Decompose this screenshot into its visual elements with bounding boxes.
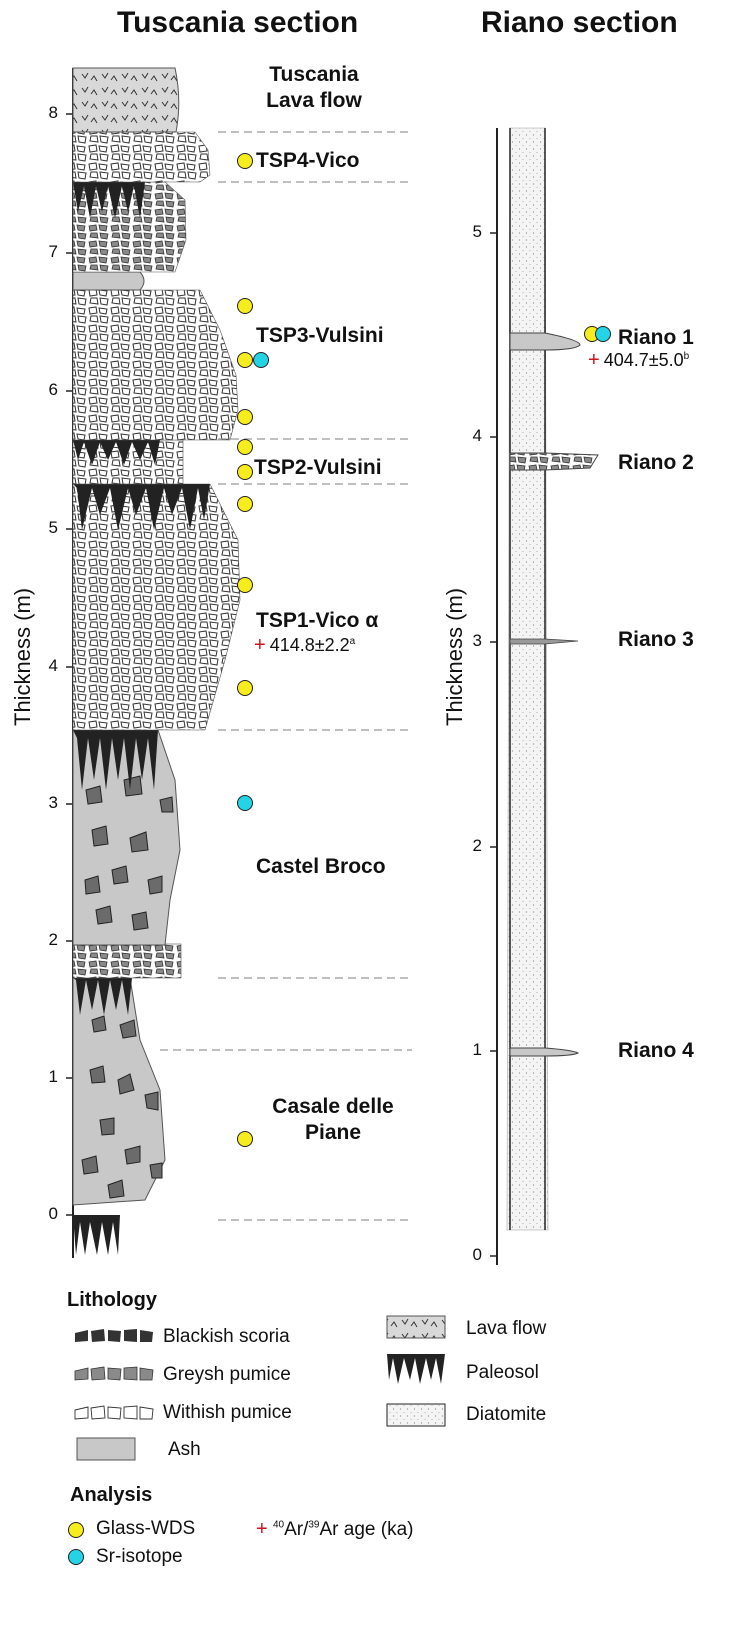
legend-sr-isotope: Sr-isotope [96, 1546, 183, 1567]
age-value: 404.7±5.0 [603, 350, 684, 370]
unit-riano-4: Riano 4 [618, 1039, 694, 1062]
legend-ar-age: + 40Ar/39Ar age (ka) [256, 1518, 413, 1541]
right-tick-label: 2 [472, 836, 482, 855]
right-tick-label: 0 [472, 1245, 482, 1264]
legend-analysis-heading: Analysis [70, 1484, 153, 1506]
right-tick-label: 4 [472, 426, 482, 445]
age-note: a [349, 636, 356, 647]
glass-wds-marker [237, 1131, 253, 1147]
sr-isotope-marker [595, 326, 611, 342]
unit-label-line: Casale delle [272, 1095, 394, 1118]
right-axis-label: Thickness (m) [442, 587, 467, 726]
legend-lava-flow: Lava flow [466, 1318, 547, 1339]
legend-glass-wds-marker [68, 1522, 84, 1538]
unit-tuscania-lava-flow: Tuscania Lava flow [254, 62, 374, 115]
left-tick-label: 1 [48, 1067, 58, 1086]
title-tuscania: Tuscania section [117, 6, 359, 39]
legend-ar-sup2: 39 [308, 1519, 320, 1531]
legend-age-cross-icon: + [256, 1518, 268, 1540]
left-tick-label: 3 [48, 793, 58, 812]
unit-tsp1-vico: TSP1-Vico α [256, 609, 379, 632]
glass-wds-marker [237, 464, 253, 480]
unit-label-line: Piane [304, 1121, 362, 1145]
legend-glass-wds: Glass-WDS [96, 1518, 196, 1539]
legend-withish-pumice: Withish pumice [163, 1402, 292, 1423]
unit-label-line: Tuscania [269, 63, 359, 86]
glass-wds-marker [237, 298, 253, 314]
age-value: 414.8±2.2 [269, 635, 350, 655]
legend-blackish-scoria: Blackish scoria [163, 1326, 290, 1347]
unit-tsp3-vulsini: TSP3-Vulsini [256, 324, 384, 347]
legend-diatomite: Diatomite [466, 1404, 547, 1425]
left-tick-label: 6 [48, 380, 58, 399]
legend-paleosol: Paleosol [466, 1362, 539, 1383]
glass-wds-marker [237, 352, 253, 368]
unit-riano-2: Riano 2 [618, 451, 694, 474]
glass-wds-marker [237, 409, 253, 425]
unit-riano-1: Riano 1 [618, 326, 694, 349]
legend-lithology-heading: Lithology [67, 1289, 157, 1311]
left-tick-label: 2 [48, 930, 58, 949]
legend-sr-isotope-marker [68, 1549, 84, 1565]
glass-wds-marker [237, 680, 253, 696]
legend-ash: Ash [168, 1439, 201, 1460]
unit-casale-delle-piane: Casale delle Piane [254, 1094, 412, 1147]
legend-ar-mid: Ar/ [284, 1519, 309, 1540]
title-riano: Riano section [481, 6, 678, 39]
left-tick-label: 8 [48, 103, 58, 122]
unit-riano-3: Riano 3 [618, 628, 694, 651]
glass-wds-marker [237, 439, 253, 455]
unit-label-line: Lava flow [266, 89, 362, 113]
left-tick-label: 4 [48, 656, 58, 675]
age-cross-icon: + [254, 634, 266, 656]
age-riano-1: +404.7±5.0b [588, 349, 689, 372]
unit-castel-broco: Castel Broco [256, 855, 386, 878]
glass-wds-marker [237, 496, 253, 512]
right-tick-label: 3 [472, 631, 482, 650]
glass-wds-marker [237, 153, 253, 169]
left-tick-label: 7 [48, 242, 58, 261]
age-note: b [683, 351, 690, 362]
age-cross-icon: + [588, 349, 600, 371]
left-tick-label: 0 [48, 1204, 58, 1223]
legend-greysh-pumice: Greysh pumice [163, 1364, 291, 1385]
unit-tsp2-vulsini: TSP2-Vulsini [254, 456, 382, 479]
right-tick-label: 1 [472, 1040, 482, 1059]
age-tsp1: +414.8±2.2a [254, 634, 355, 657]
legend-ar-sup1: 40 [272, 1519, 285, 1531]
legend-ar-rest: Ar age (ka) [319, 1519, 414, 1540]
right-tick-label: 5 [472, 222, 482, 241]
sr-isotope-marker [237, 795, 253, 811]
sr-isotope-marker [253, 352, 269, 368]
left-tick-label: 5 [48, 518, 58, 537]
unit-tsp4-vico: TSP4-Vico [256, 149, 360, 172]
glass-wds-marker [237, 577, 253, 593]
